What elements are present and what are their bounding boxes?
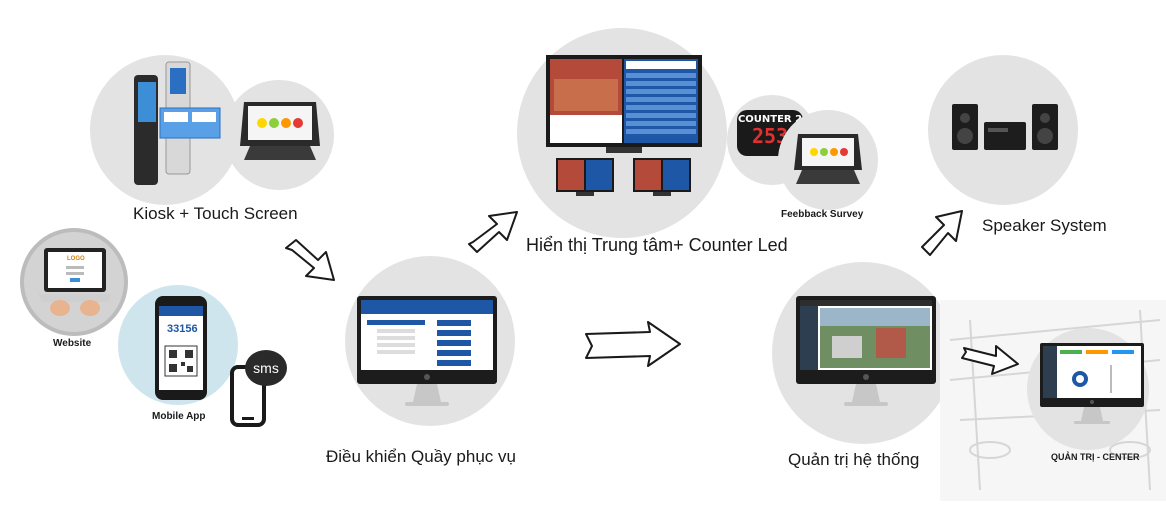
counter-control-label: Điều khiển Quầy phục vụ: [326, 447, 516, 466]
counter-led-title: COUNTER 2: [737, 114, 803, 125]
arrow-control-to-admin: [585, 321, 681, 367]
smartphone-icon: [155, 296, 207, 400]
counter-led-number: 253: [751, 124, 789, 148]
system-admin-label: Quản trị hệ thống: [788, 450, 920, 469]
display-center-label: Hiển thị Trung tâm+ Counter Led: [526, 235, 788, 255]
admin-center-label: QUẢN TRỊ - CENTER: [1051, 452, 1140, 462]
admin-center-monitor: [1040, 343, 1144, 427]
feedback-survey-label: Feebback Survey: [781, 209, 864, 220]
website-label: Website: [53, 338, 92, 349]
website-logo-text: LOGO: [67, 256, 85, 262]
feedback-tablet: [790, 130, 866, 190]
tv-display: [546, 55, 702, 153]
arrow-kiosk-to-control: [285, 239, 335, 281]
small-display-right: [633, 158, 691, 196]
touch-screen-device: [236, 96, 324, 166]
small-display-left: [556, 158, 614, 196]
speaker-icon: [950, 102, 1060, 152]
arrow-to-speaker: [921, 210, 963, 256]
kiosk-device: [122, 60, 222, 190]
kiosk-label: Kiosk + Touch Screen: [133, 204, 298, 223]
counter-control-monitor: [357, 296, 497, 408]
sms-bubble-icon: sms: [245, 350, 287, 386]
mobile-app-label: Mobile App: [152, 411, 206, 422]
speaker-system-label: Speaker System: [982, 216, 1107, 235]
sms-label: sms: [253, 360, 279, 376]
laptop-icon: [36, 244, 116, 322]
mobile-ticket-number: 33156: [167, 323, 198, 335]
arrow-to-display-center: [468, 211, 518, 253]
system-admin-monitor: [796, 296, 936, 408]
arrow-admin-to-center: [961, 345, 1019, 375]
